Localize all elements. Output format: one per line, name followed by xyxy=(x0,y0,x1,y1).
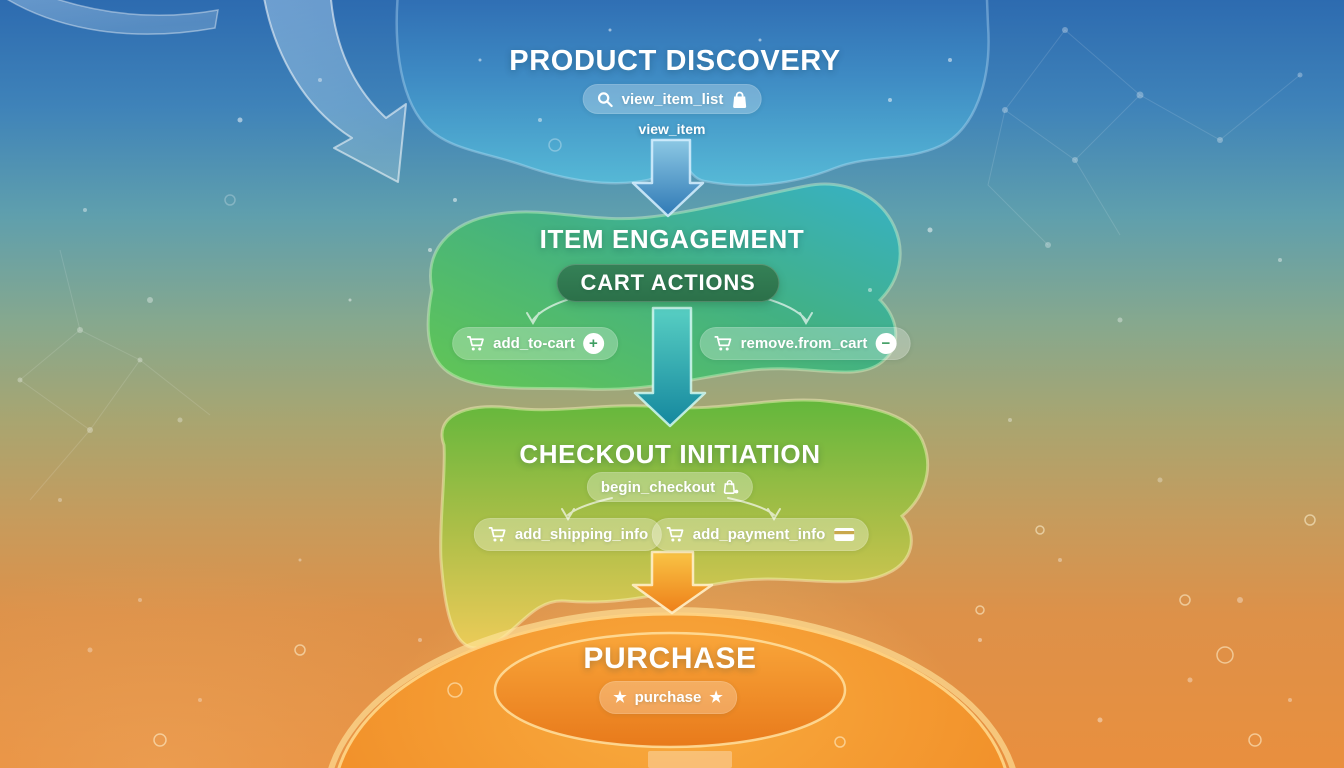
down-arrow-checkout xyxy=(631,550,714,615)
down-arrow-discovery xyxy=(631,138,705,218)
constellation-dots xyxy=(17,27,1303,433)
remove-circle-icon: − xyxy=(875,333,897,354)
cart-icon xyxy=(714,336,732,351)
event-pill-purchase[interactable]: ★ purchase ★ xyxy=(599,681,737,714)
bubble-rings xyxy=(153,138,1316,748)
pill-label: add_to-cart xyxy=(493,335,575,352)
event-label-view-item: view_item xyxy=(638,121,706,137)
cart-actions-badge[interactable]: CART ACTIONS xyxy=(556,264,780,302)
cart-icon xyxy=(488,527,506,542)
constellation-lines xyxy=(19,29,1301,501)
particles xyxy=(58,28,1292,723)
event-pill-add-shipping-info[interactable]: add_shipping_info xyxy=(473,518,663,551)
shopping-bag-icon xyxy=(732,91,746,108)
down-arrow-engagement xyxy=(633,306,707,428)
pill-label: remove.from_cart xyxy=(740,335,868,352)
event-pill-add-payment-info[interactable]: add_payment_info xyxy=(651,518,869,551)
checkout-bag-icon xyxy=(724,480,739,494)
pill-label: begin_checkout xyxy=(600,478,716,496)
bottom-tab xyxy=(648,751,732,768)
payment-card-icon xyxy=(833,528,854,541)
purchase-inner-ellipse xyxy=(493,631,847,749)
event-pill-view-item-list[interactable]: view_item_list xyxy=(582,84,762,114)
event-pill-begin-checkout[interactable]: begin_checkout xyxy=(586,472,754,502)
stage-title-purchase: PURCHASE xyxy=(583,642,757,675)
star-icon: ★ xyxy=(709,689,723,706)
stage-title-checkout-initiation: CHECKOUT INITIATION xyxy=(519,439,821,469)
pill-label: view_item_list xyxy=(621,90,724,108)
cart-icon xyxy=(666,527,684,542)
add-circle-icon: + xyxy=(582,333,604,354)
cart-icon xyxy=(467,336,484,351)
stage-title-product-discovery: PRODUCT DISCOVERY xyxy=(509,45,841,77)
pill-label: add_payment_info xyxy=(692,526,826,543)
stage-title-item-engagement: ITEM ENGAGEMENT xyxy=(539,224,805,254)
event-pill-add-to-cart[interactable]: add_to-cart + xyxy=(452,327,618,360)
search-icon xyxy=(597,91,613,107)
pill-label: purchase xyxy=(634,689,702,706)
incoming-flow-arrow xyxy=(7,0,407,183)
event-pill-remove-from-cart[interactable]: remove.from_cart − xyxy=(699,327,911,360)
badge-label: CART ACTIONS xyxy=(580,270,756,295)
pill-label: add_shipping_info xyxy=(514,526,649,543)
star-icon: ★ xyxy=(613,689,627,706)
